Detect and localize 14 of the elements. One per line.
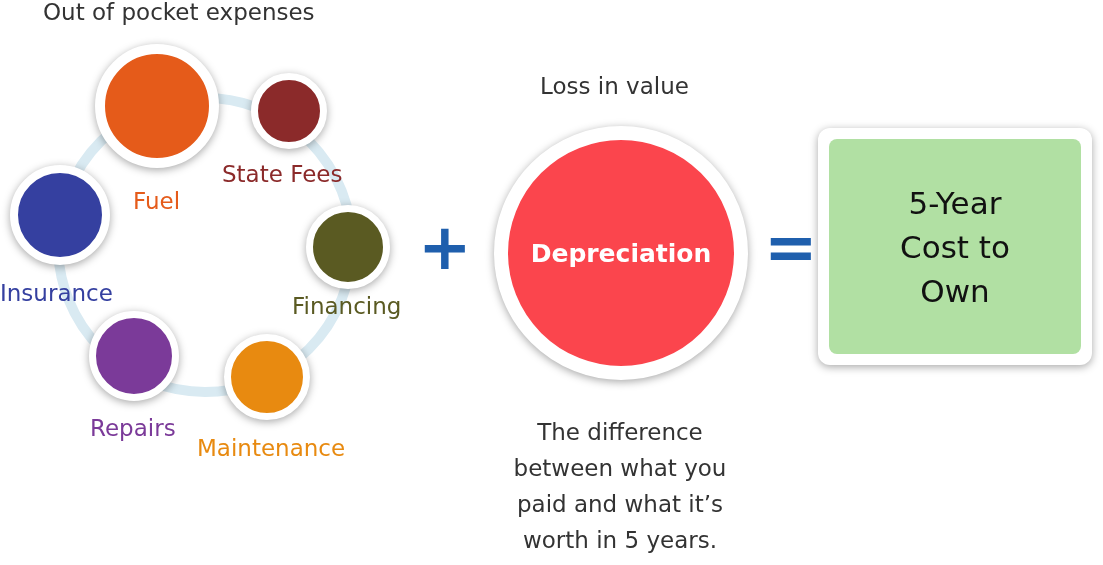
heading: Out of pocket expenses xyxy=(43,0,315,26)
node-caption: State Fees xyxy=(222,162,343,188)
result-label: 5-Year Cost to Own xyxy=(899,183,1011,311)
node-label: Depreciation xyxy=(530,238,712,268)
plus-sign: + xyxy=(418,212,472,283)
node-caption: Insurance xyxy=(0,281,113,307)
equals-sign: = xyxy=(764,212,818,283)
node-caption: Financing xyxy=(292,294,402,320)
node-caption: Fuel xyxy=(133,189,181,215)
node-caption: Repairs xyxy=(90,416,176,442)
result-card xyxy=(818,128,1092,365)
node-caption: Maintenance xyxy=(197,436,346,462)
node-caption: The difference between what you paid and what it’s worth in 5 years. xyxy=(512,418,728,555)
node-caption: Loss in value xyxy=(540,74,689,100)
